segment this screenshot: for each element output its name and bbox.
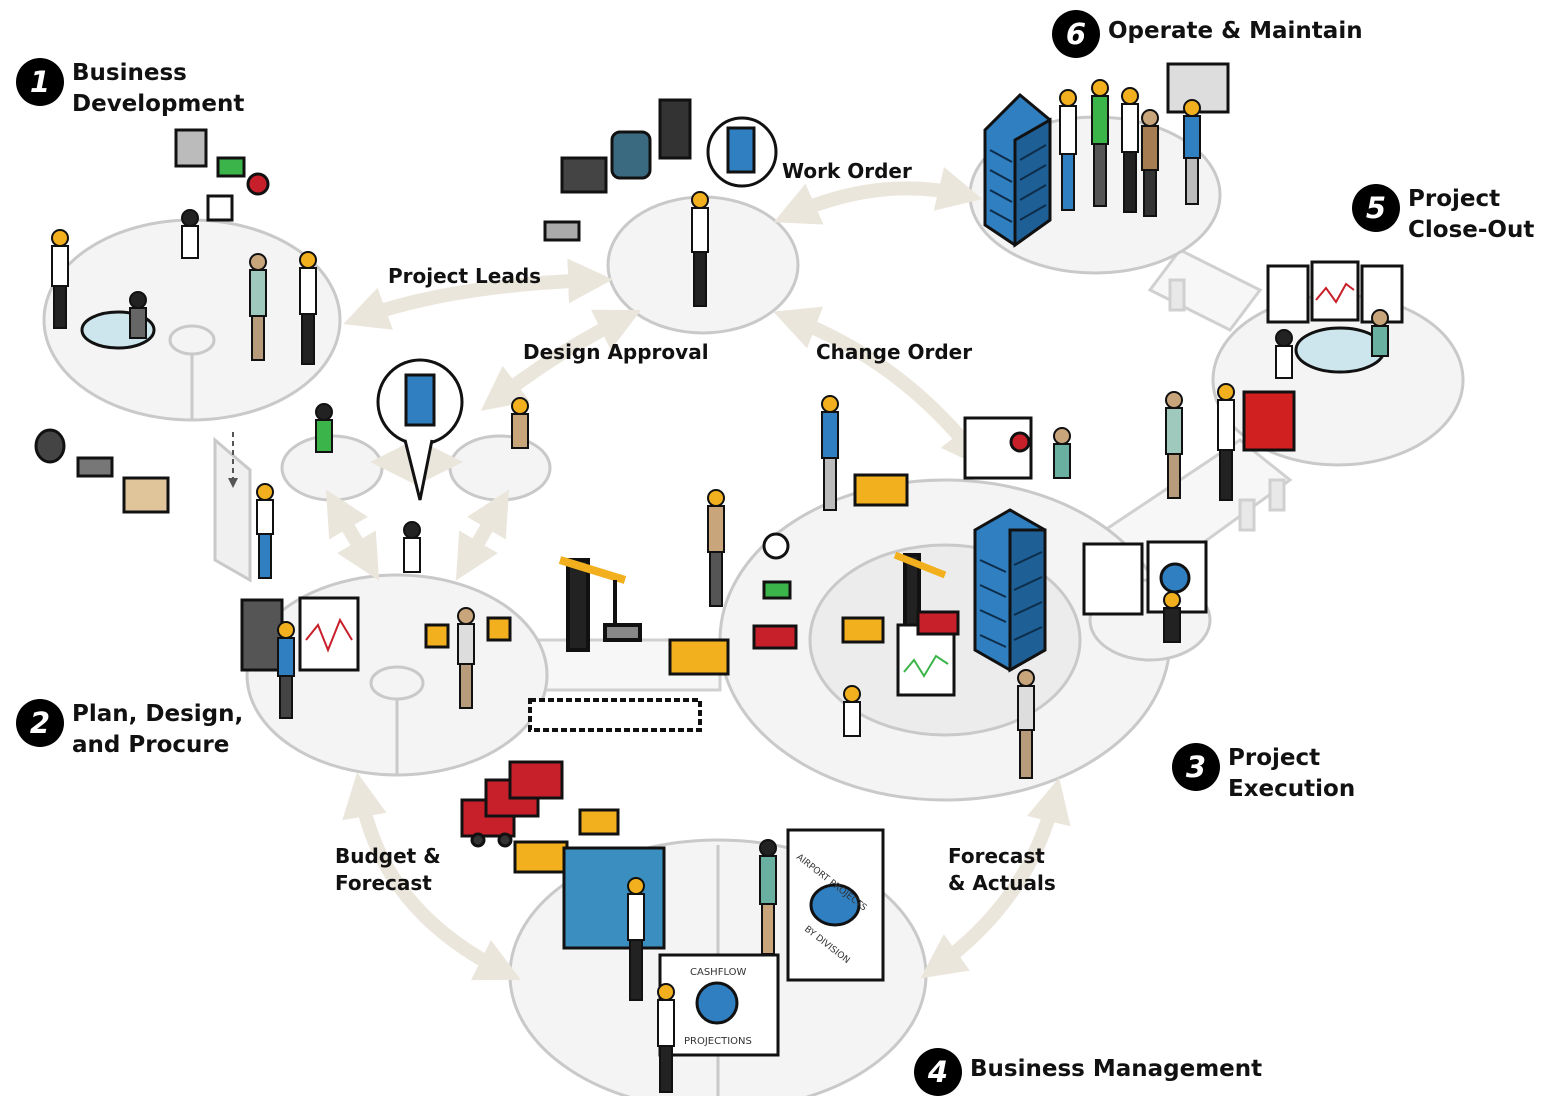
person <box>457 607 475 709</box>
arrow-review-down-left <box>325 489 380 581</box>
crane-execution <box>893 551 947 637</box>
pillar <box>1268 478 1286 512</box>
projections-label: PROJECTIONS <box>684 1036 752 1047</box>
building-tower-execution <box>973 508 1047 673</box>
stage-badge-3: 3 <box>1172 743 1220 791</box>
arrow-review-down-right <box>455 489 510 581</box>
person <box>403 521 421 573</box>
speech-bubble-design <box>376 358 464 501</box>
screen-closeout <box>1266 264 1310 324</box>
person <box>256 483 274 579</box>
stage-title: Business Development <box>72 60 245 117</box>
stage-label-project-close-out: 5 Project Close-Out <box>1352 184 1534 246</box>
person <box>299 251 317 365</box>
flow-label-change-order: Change Order <box>816 340 973 364</box>
screens <box>174 128 1404 1057</box>
person <box>1017 669 1035 779</box>
person <box>249 253 267 361</box>
person <box>691 191 709 307</box>
cashflow-label: CASHFLOW <box>690 967 747 978</box>
person <box>707 489 725 607</box>
person <box>1163 591 1181 643</box>
building-icons-work-order <box>543 98 778 242</box>
screen-business-dev <box>174 128 208 168</box>
stage-title: Operate & Maintain <box>1108 18 1363 44</box>
flow-label-design-approval: Design Approval <box>523 340 709 364</box>
building-skyscraper-operate <box>983 92 1052 248</box>
pillar <box>1238 498 1256 532</box>
stage-badge-2: 2 <box>16 699 64 747</box>
crane-center <box>528 556 702 732</box>
stage-title: Project Execution <box>1228 745 1356 802</box>
stage-title: Plan, Design, and Procure <box>72 701 244 758</box>
person <box>51 229 69 329</box>
person <box>1165 391 1183 499</box>
stage-label-plan-design-procure: 2 Plan, Design, and Procure <box>16 699 243 761</box>
person <box>1275 329 1293 379</box>
crowd-operate <box>1059 79 1201 217</box>
stage-badge-1: 1 <box>16 58 64 106</box>
arrow-change-order <box>773 306 987 470</box>
person <box>511 397 529 449</box>
screen-execution-chart <box>896 623 956 697</box>
person <box>657 983 675 1093</box>
arrow-budget-forecast <box>342 772 522 981</box>
screen-map <box>562 846 666 950</box>
arrow-project-leads <box>343 258 613 330</box>
stage-title: Business Management <box>970 1056 1263 1082</box>
stage-label-operate-maintain: 6 Operate & Maintain <box>1052 10 1363 58</box>
stage-label-business-development: 1 Business Development <box>16 58 244 120</box>
person <box>627 877 645 1001</box>
stage-badge-5: 5 <box>1352 184 1400 232</box>
stage-label-project-execution: 3 Project Execution <box>1172 743 1355 805</box>
pillar <box>1168 278 1186 312</box>
platform-review-right <box>448 434 552 502</box>
stage-badge-6: 6 <box>1052 10 1100 58</box>
flow-label-work-order: Work Order <box>782 159 912 183</box>
flow-label-forecast-actuals: Forecast & Actuals <box>948 844 1056 895</box>
screen-execution-right <box>1082 542 1144 616</box>
people <box>51 79 1389 1093</box>
stage-label-business-management: 4 Business Management <box>914 1048 1262 1096</box>
person <box>129 291 147 339</box>
person <box>843 685 861 737</box>
person <box>181 209 199 259</box>
arrow-forecast-actuals <box>920 777 1071 979</box>
person <box>759 839 777 955</box>
flow-label-project-leads: Project Leads <box>388 264 542 288</box>
person <box>1217 383 1235 501</box>
arrow-work-order <box>773 167 983 225</box>
person <box>1053 427 1071 479</box>
stage-badge-4: 4 <box>914 1048 962 1096</box>
stage-title: Project Close-Out <box>1408 186 1535 243</box>
arrow-design-approval <box>480 309 642 411</box>
person <box>1371 309 1389 357</box>
person <box>315 403 333 453</box>
person <box>277 621 295 719</box>
props <box>34 310 1386 650</box>
person <box>821 395 839 511</box>
bridge-operate-closeout <box>1147 248 1263 332</box>
flow-arrows <box>325 167 1071 981</box>
flow-label-budget-forecast: Budget & Forecast <box>335 844 441 895</box>
